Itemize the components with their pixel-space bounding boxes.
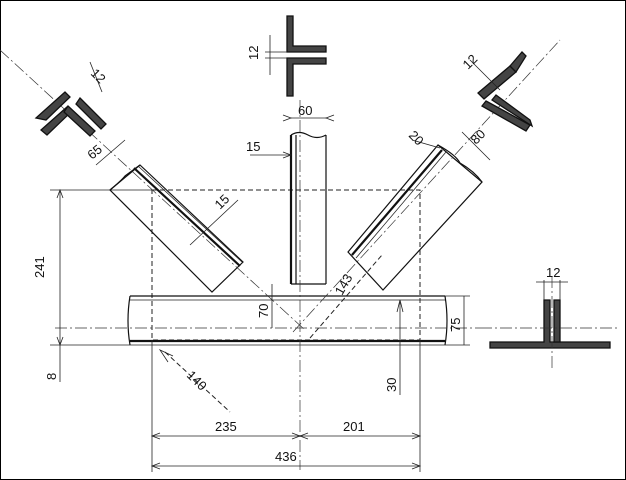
gusset-plate: [151, 189, 421, 341]
tee-section: [480, 276, 618, 370]
dim-65: 65: [84, 142, 105, 163]
dim-15-diagonal: 15: [212, 191, 233, 212]
dim-201: 201: [343, 419, 365, 434]
dim-12-section: 12: [546, 265, 560, 280]
dim-70: 70: [256, 304, 271, 318]
dim-436: 436: [275, 449, 297, 464]
horizontal-chord: [55, 295, 480, 346]
angle-section-left: [34, 61, 107, 137]
angle-section-right: [469, 51, 534, 132]
dim-12-top: 12: [246, 46, 261, 60]
left-diagonal-member: [0, 49, 306, 331]
dim-60: 60: [298, 103, 312, 118]
vertical-member: [289, 100, 327, 470]
dim-140: 140: [184, 368, 210, 394]
right-diagonal-member: [292, 39, 561, 333]
dim-241: 241: [32, 256, 47, 278]
dim-235: 235: [215, 419, 237, 434]
dimension-lines: [50, 114, 491, 472]
dim-143: 143: [332, 271, 356, 297]
dim-12-right: 12: [460, 51, 481, 72]
dim-8: 8: [44, 373, 59, 380]
dim-20: 20: [406, 128, 427, 149]
dim-80: 80: [468, 126, 489, 147]
dim-15-vertical: 15: [246, 139, 260, 154]
dim-12-left: 12: [88, 66, 109, 87]
dim-75: 75: [448, 318, 463, 332]
angle-section-top: [265, 15, 327, 97]
dim-30: 30: [384, 378, 399, 392]
